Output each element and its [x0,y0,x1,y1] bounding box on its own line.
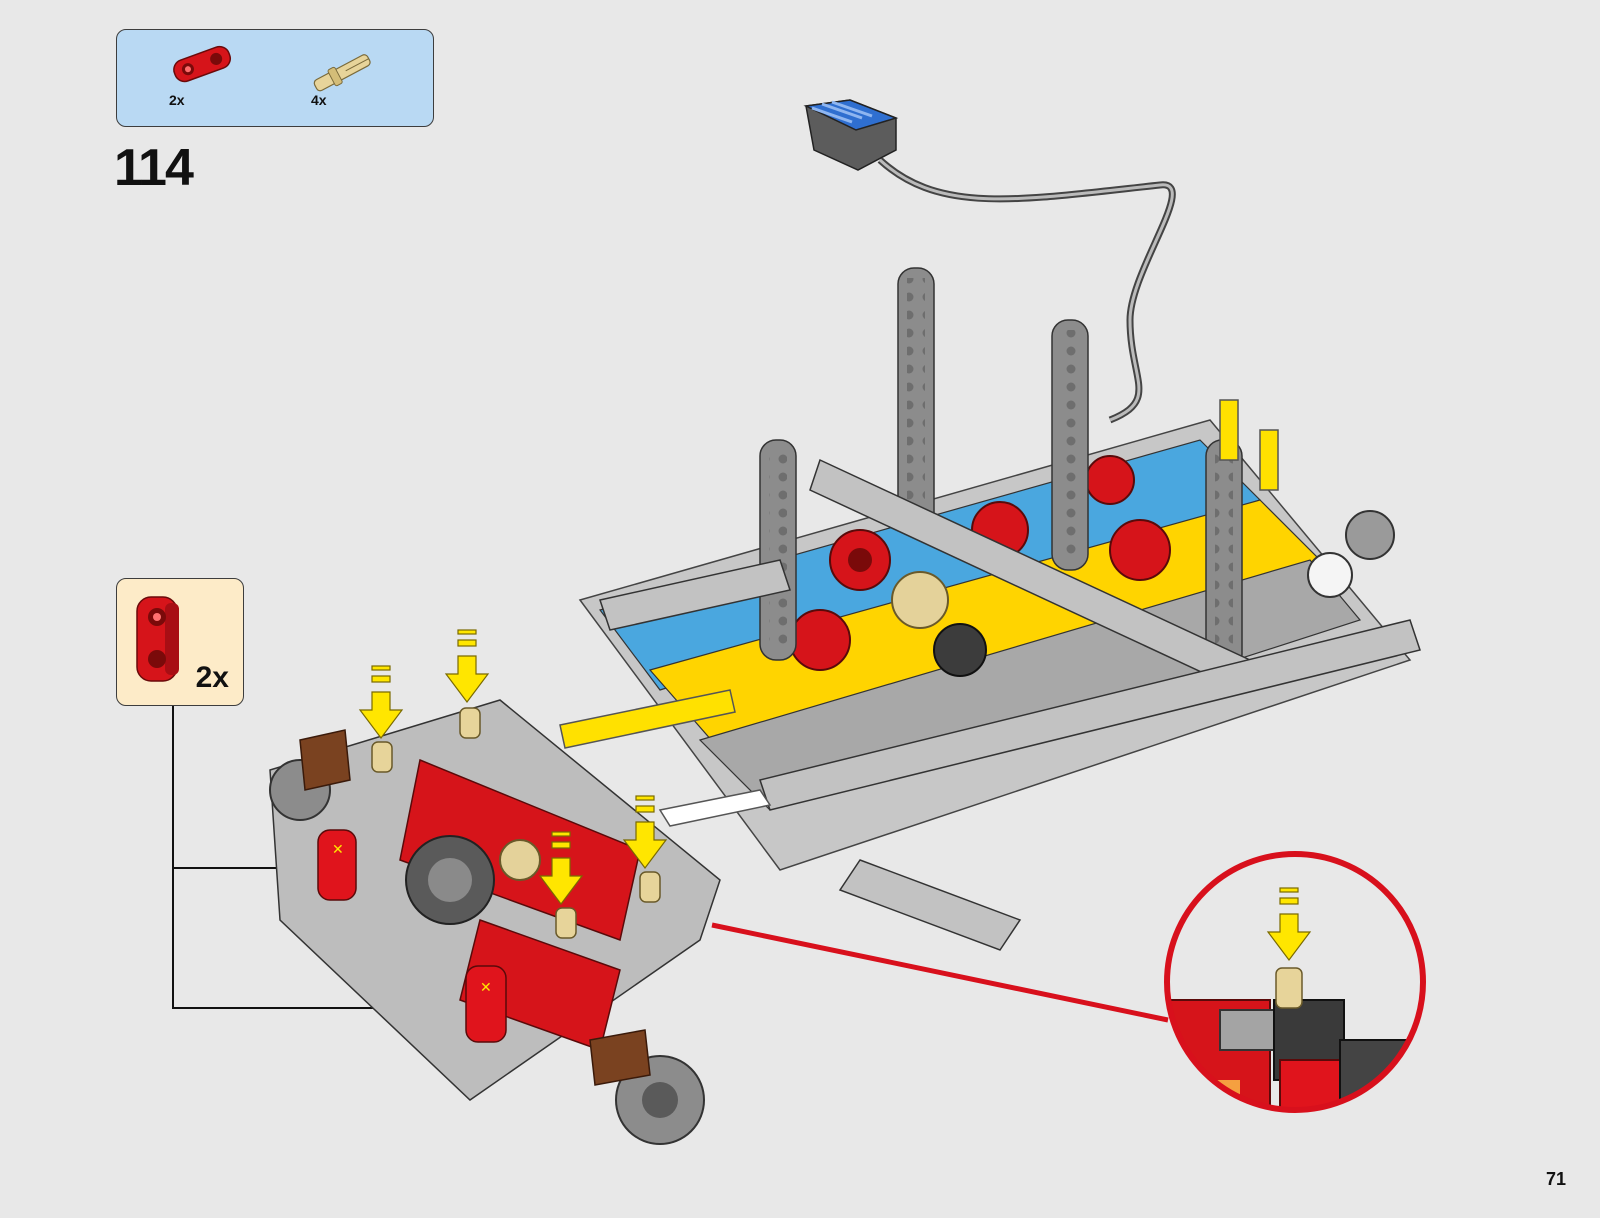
red-connector-icon: ✕ [466,966,506,1042]
front-steering-assembly: ✕ ✕ [270,700,720,1144]
svg-text:✕: ✕ [480,980,492,996]
zoom-detail [1160,854,1430,1130]
page-number: 71 [1546,1169,1566,1190]
svg-text:✕: ✕ [332,842,344,858]
down-arrow-icon [446,630,488,702]
zoom-pointer-line [712,925,1168,1020]
chassis-frame [560,268,1420,950]
down-arrow-icon [360,666,402,738]
red-connector-icon: ✕ [318,830,356,900]
